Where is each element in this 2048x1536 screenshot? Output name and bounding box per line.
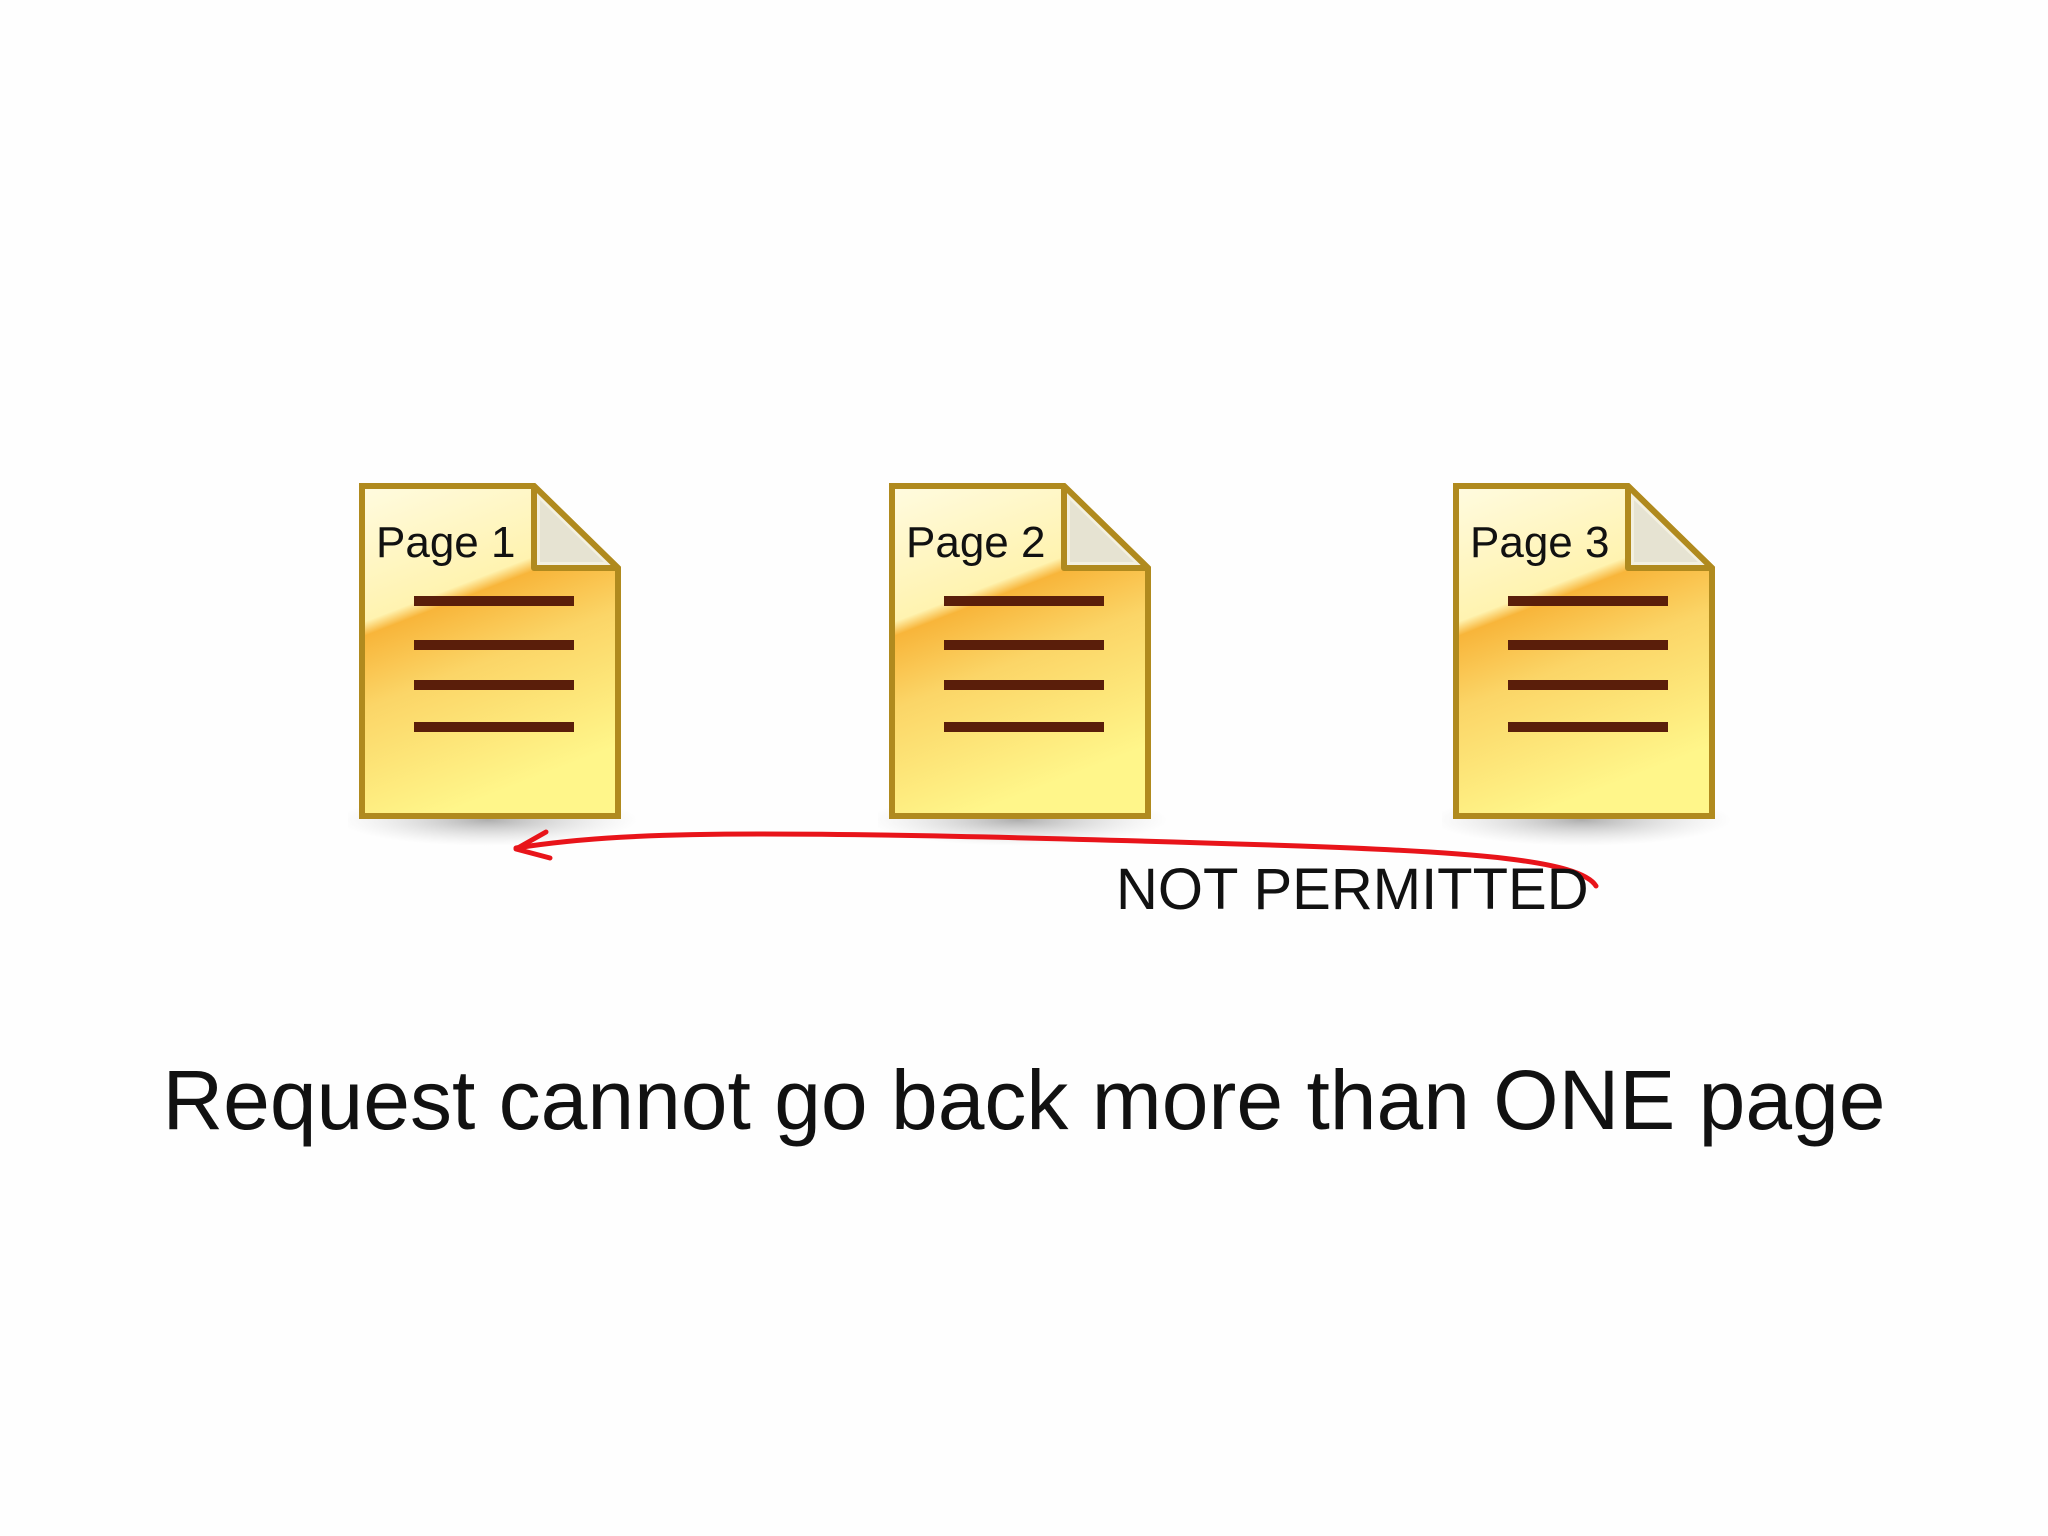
document-icon [878,483,1168,846]
page-label: Page 2 [906,518,1046,567]
page-label: Page 1 [376,518,516,567]
page-1-document-icon: Page 1 [348,480,648,860]
not-permitted-label: NOT PERMITTED [1116,857,1589,922]
back-arrow-head [513,829,553,861]
document-icon [1442,483,1732,846]
back-arrow-line [513,831,1599,889]
document-icon [348,483,638,846]
page-3-document-icon: Page 3 [1442,480,1742,860]
slide-caption: Request cannot go back more than ONE pag… [162,1053,1886,1147]
page-2-document-icon: Page 2 [878,480,1178,860]
page-label: Page 3 [1470,518,1610,567]
